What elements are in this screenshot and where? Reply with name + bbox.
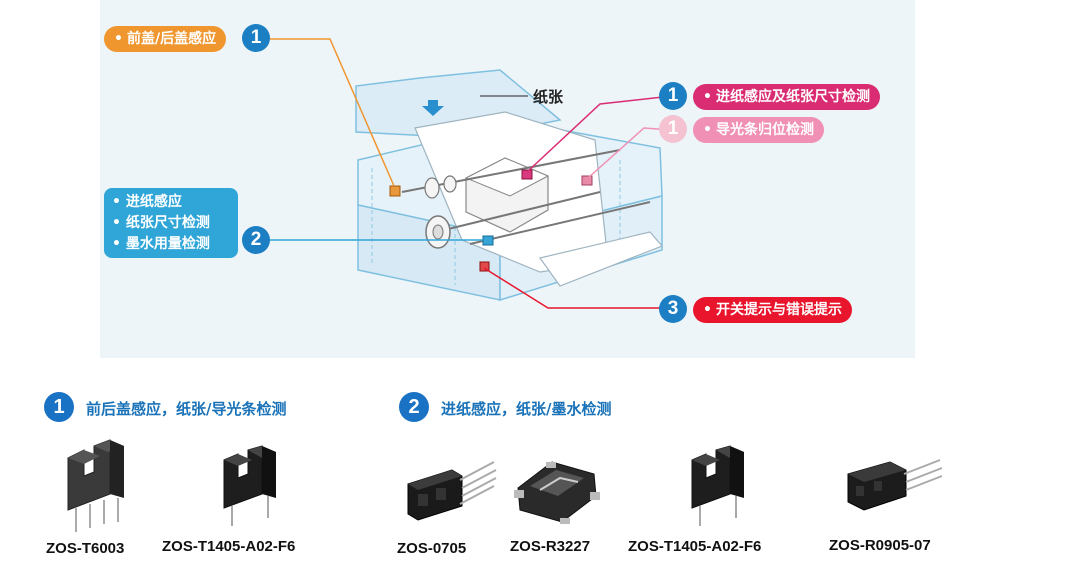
callout-light-guide-reset: •导光条归位检测 [693,117,824,143]
callout-text: 前盖/后盖感应 [126,31,217,47]
part-image-t6003 [67,439,124,532]
callout-feed-size-ink: • 进纸感应 • 纸张尺寸检测 • 墨水用量检测 [104,188,238,258]
callout-front-rear-cover: •前盖/后盖感应 [104,26,227,52]
section-number-badge: 1 [44,392,74,422]
part-label: ZOS-R3227 [510,538,591,555]
bullet: • [703,89,712,105]
callout-number-badge: 1 [659,82,687,110]
part-image-r3227 [514,461,600,524]
callout-number-badge: 1 [242,24,270,52]
part-label: ZOS-T6003 [46,540,125,557]
callout-text: 纸张尺寸检测 [125,215,210,231]
callout-line: • 纸张尺寸检测 [112,213,238,234]
bullet: • [703,302,712,318]
callout-text: 开关提示与错误提示 [715,302,842,318]
callout-text: 进纸感应 [125,194,182,210]
part-image-r0905-07 [847,459,943,511]
bullet: • [114,31,123,47]
section-title: 进纸感应，纸张/墨水检测 [441,400,612,418]
callout-number-badge: 2 [242,226,270,254]
part-image-t1405-b [691,445,744,526]
callout-number-badge: 1 [659,115,687,143]
callout-text: 进纸感应及纸张尺寸检测 [715,89,870,105]
section-number-badge: 2 [399,392,429,422]
callout-text: 墨水用量检测 [125,236,210,252]
part-label: ZOS-T1405-A02-F6 [628,538,762,555]
section-title: 前后盖感应，纸张/导光条检测 [86,400,287,418]
callout-line: • 墨水用量检测 [112,234,238,255]
part-label: ZOS-T1405-A02-F6 [162,538,296,555]
callout-number-badge: 3 [659,295,687,323]
part-image-0705 [407,461,497,521]
bullet: • [112,194,121,210]
callout-line: • 进纸感应 [112,192,238,213]
part-label: ZOS-0705 [397,540,467,557]
bullet: • [703,122,712,138]
part-label: ZOS-R0905-07 [829,537,931,554]
part-image-t1405-a [223,445,276,526]
paper-label: 纸张 [533,88,564,106]
bullet: • [112,215,121,231]
callout-text: 导光条归位检测 [715,122,814,138]
callout-switch-error: •开关提示与错误提示 [693,297,852,323]
callout-paper-feed-size: •进纸感应及纸张尺寸检测 [693,84,880,110]
bullet: • [112,236,121,252]
